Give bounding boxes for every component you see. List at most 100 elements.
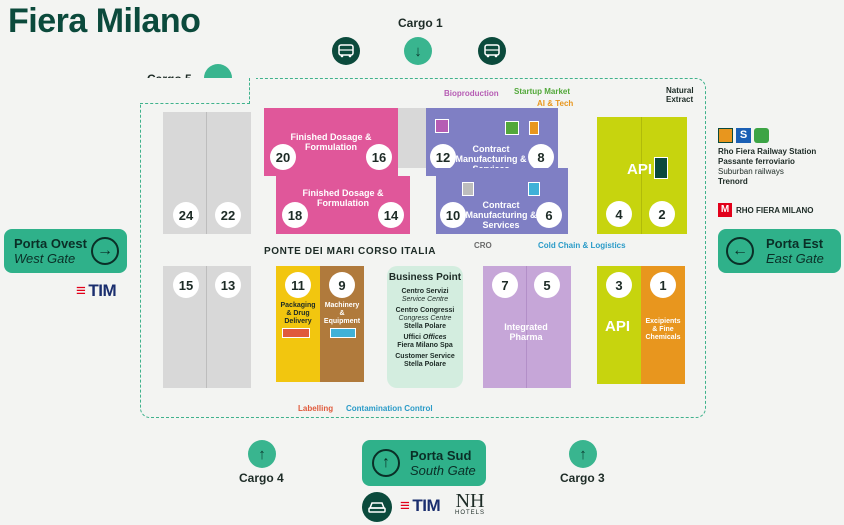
south-gate-button[interactable]: ↑ Porta Sud South Gate bbox=[362, 440, 486, 486]
hall-sector-label: Contract Manufacturing & Services bbox=[465, 200, 537, 230]
cro-label: CRO bbox=[474, 241, 492, 250]
bp-line: Uffici bbox=[403, 334, 421, 341]
cargo-1-arrow-down-icon[interactable]: ↓ bbox=[404, 37, 432, 65]
cro-area bbox=[462, 182, 474, 196]
hall-7-5[interactable]: 7 5 Integrated Pharma bbox=[483, 266, 571, 388]
tim-logo: ≡TIM bbox=[400, 496, 441, 515]
cold-chain-area bbox=[528, 182, 540, 196]
startup-market-area bbox=[505, 121, 519, 135]
nh-hotels-text: HOTELS bbox=[455, 510, 486, 516]
labelling-label: Labelling bbox=[298, 404, 334, 413]
hall-11[interactable]: 11 Packaging & Drug Delivery bbox=[276, 266, 320, 382]
hall-number: 22 bbox=[215, 202, 241, 228]
hall-number: 8 bbox=[528, 144, 554, 170]
hall-24-22[interactable]: 24 22 bbox=[163, 112, 251, 234]
bp-line: Centro Servizi bbox=[401, 288, 449, 295]
bus-icon bbox=[332, 37, 360, 65]
hall-4-2[interactable]: API 4 2 bbox=[597, 117, 687, 234]
bioproduction-label: Bioproduction bbox=[444, 89, 499, 98]
cargo-3-label: Cargo 3 bbox=[560, 471, 605, 485]
hall-sector-label: Packaging & Drug Delivery bbox=[280, 302, 316, 325]
hall-number: 18 bbox=[282, 202, 308, 228]
bus-icon bbox=[478, 37, 506, 65]
trenord-label: Trenord bbox=[718, 177, 748, 186]
cold-chain-label: Cold Chain & Logistics bbox=[538, 241, 626, 250]
station-label: Rho Fiera Railway Station bbox=[718, 147, 817, 156]
hall-sector-label: Finished Dosage & Formulation bbox=[302, 188, 384, 208]
bp-line: Offices bbox=[422, 334, 447, 341]
hall-9[interactable]: 9 Machinery & Equipment bbox=[320, 266, 364, 382]
ai-tech-area bbox=[529, 121, 539, 135]
trenord-icon bbox=[754, 128, 769, 143]
connector-block bbox=[398, 108, 426, 168]
metro-info: M RHO FIERA MILANO bbox=[718, 203, 813, 217]
suburban-label: Suburban railways bbox=[718, 167, 784, 176]
tim-mark-icon: ≡ bbox=[400, 496, 410, 515]
hall-number: 10 bbox=[440, 202, 466, 228]
hall-number: 7 bbox=[492, 272, 518, 298]
cargo-1-label: Cargo 1 bbox=[398, 16, 443, 30]
bp-line: Fiera Milano Spa bbox=[397, 342, 453, 349]
hall-sector-label: Integrated Pharma bbox=[504, 322, 548, 342]
arrow-left-icon: ← bbox=[726, 237, 754, 265]
hall-sector-label: Machinery & Equipment bbox=[323, 302, 361, 325]
natural-extract-area bbox=[654, 157, 668, 179]
ai-tech-label: AI & Tech bbox=[537, 99, 574, 108]
hall-15-13[interactable]: 15 13 bbox=[163, 266, 251, 388]
hall-3[interactable]: 3 API bbox=[597, 266, 641, 384]
page-title: Fiera Milano bbox=[8, 2, 201, 40]
gate-subtitle: South Gate bbox=[410, 463, 476, 478]
arrow-up-icon: ↑ bbox=[372, 449, 400, 477]
contamination-control-area bbox=[330, 328, 356, 338]
hall-number: 11 bbox=[285, 272, 311, 298]
business-point[interactable]: Business Point Centro Servizi Service Ce… bbox=[387, 266, 463, 388]
gate-subtitle: West Gate bbox=[14, 251, 76, 266]
passante-label: Passante ferroviario bbox=[718, 157, 795, 166]
cargo-4-label: Cargo 4 bbox=[239, 471, 284, 485]
hall-number: 2 bbox=[649, 201, 675, 227]
east-gate-button[interactable]: ← Porta Est East Gate bbox=[718, 229, 841, 273]
hall-number: 20 bbox=[270, 144, 296, 170]
hall-sector-label: API bbox=[627, 161, 653, 178]
gate-subtitle: East Gate bbox=[766, 251, 824, 266]
tim-logo: ≡TIM bbox=[76, 281, 117, 300]
bp-line: Centro Congressi bbox=[395, 307, 455, 314]
contamination-control-label: Contamination Control bbox=[346, 404, 433, 413]
nh-mark: NH bbox=[455, 490, 485, 512]
hall-number: 3 bbox=[606, 272, 632, 298]
hall-1[interactable]: 1 Excipients & Fine Chemicals bbox=[641, 266, 685, 384]
nh-hotels-logo: NH HOTELS bbox=[455, 490, 486, 516]
hall-number: 6 bbox=[536, 202, 562, 228]
metro-label: RHO FIERA MILANO bbox=[736, 205, 814, 215]
gate-name: Porta Sud bbox=[410, 448, 472, 463]
cargo-4-arrow-up-icon[interactable]: ↑ bbox=[248, 440, 276, 468]
hall-20-16[interactable]: Finished Dosage & Formulation 20 16 bbox=[264, 108, 398, 176]
bp-line: Stella Polare bbox=[403, 361, 447, 368]
bp-line: Stella Polare bbox=[403, 323, 447, 330]
metro-m-icon: M bbox=[718, 203, 732, 217]
hall-number: 9 bbox=[329, 272, 355, 298]
railway-logos: S bbox=[718, 128, 769, 143]
labelling-area bbox=[282, 328, 310, 338]
business-point-title: Business Point bbox=[388, 272, 462, 283]
natural-extract-label: Natural Extract bbox=[666, 86, 694, 104]
hall-number: 12 bbox=[430, 144, 456, 170]
arrow-right-icon: → bbox=[91, 237, 119, 265]
bioproduction-area bbox=[435, 119, 449, 133]
hall-sector-label: API bbox=[605, 318, 631, 335]
bp-line: Congress Centre bbox=[398, 315, 452, 322]
hall-number: 1 bbox=[650, 272, 676, 298]
west-gate-button[interactable]: Porta Ovest West Gate → bbox=[4, 229, 127, 273]
street-label: PONTE DEI MARI CORSO ITALIA bbox=[264, 246, 437, 257]
gate-name: Porta Est bbox=[766, 236, 824, 251]
bp-line: Service Centre bbox=[401, 296, 449, 303]
hall-12-8[interactable]: Contract Manufacturing & Services 12 8 bbox=[426, 108, 558, 176]
hall-18-14[interactable]: Finished Dosage & Formulation 18 14 bbox=[276, 176, 410, 234]
hall-number: 13 bbox=[215, 272, 241, 298]
trenitalia-icon bbox=[718, 128, 733, 143]
tim-mark-icon: ≡ bbox=[76, 281, 86, 300]
hall-number: 4 bbox=[606, 201, 632, 227]
taxi-icon bbox=[362, 492, 392, 522]
cargo-3-arrow-up-icon[interactable]: ↑ bbox=[569, 440, 597, 468]
hall-10-6[interactable]: Contract Manufacturing & Services 10 6 bbox=[436, 168, 568, 234]
